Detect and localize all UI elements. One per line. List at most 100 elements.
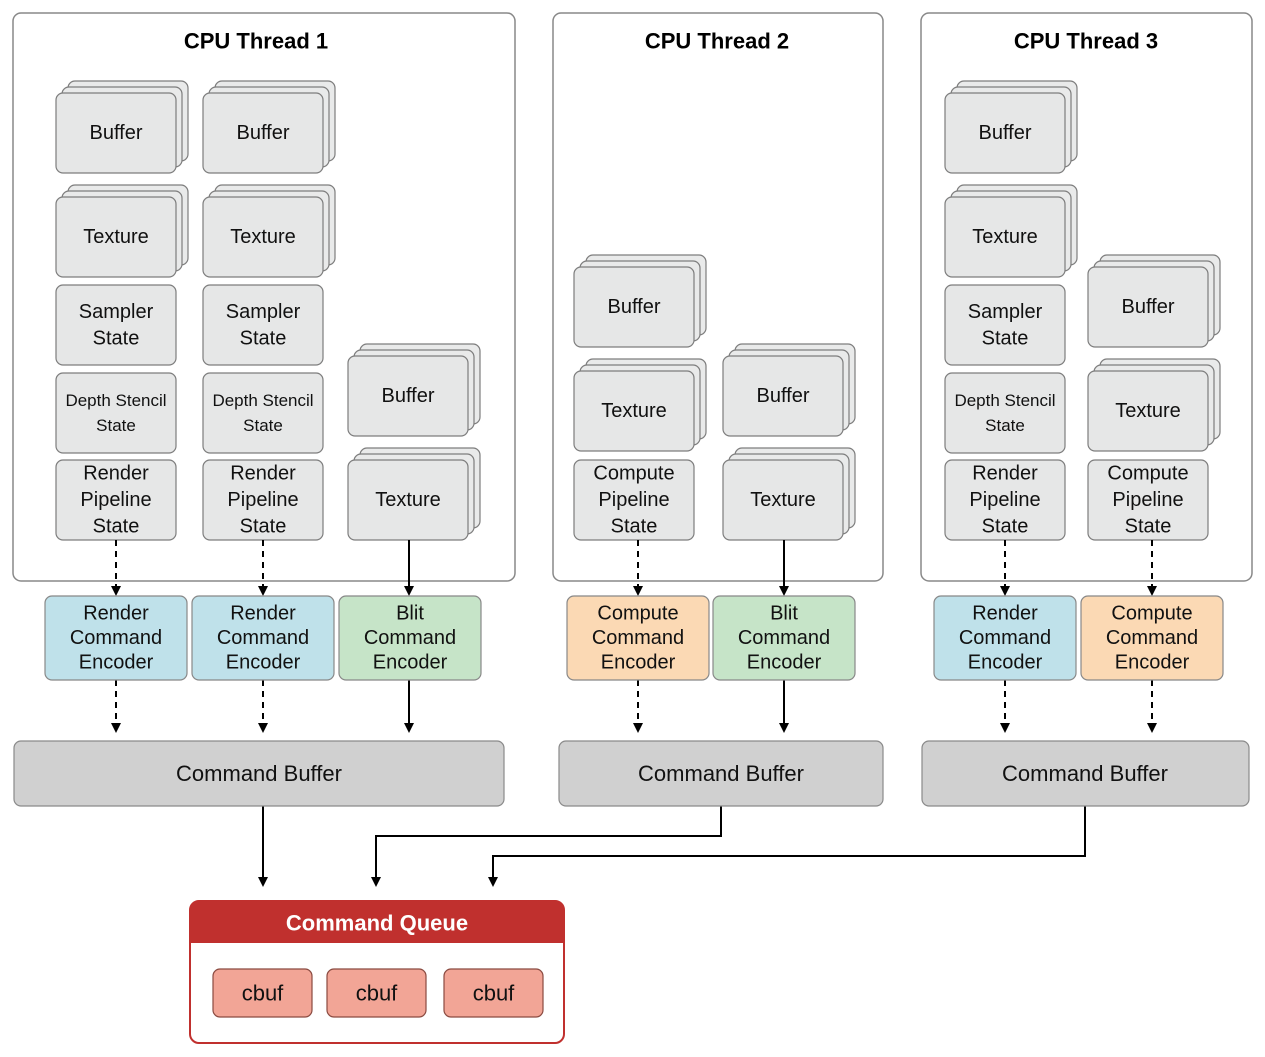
- queued-command-buffer-label: cbuf: [242, 981, 284, 1006]
- resource-label: Buffer: [237, 122, 290, 144]
- resource-label: Texture: [1115, 400, 1181, 422]
- encoder-label: Blit: [396, 603, 424, 625]
- resource-card-front: [1087, 459, 1209, 541]
- resource-label: Pipeline: [1112, 489, 1183, 511]
- queued-command-buffer: [212, 968, 313, 1018]
- stacked-resource-card: Buffer: [1087, 254, 1221, 348]
- resource-card-front: [573, 266, 695, 348]
- stacked-resource-card: Texture: [573, 358, 707, 452]
- stacked-resource-card: Texture: [55, 184, 189, 278]
- buffer-to-queue-arrow: [371, 806, 722, 887]
- resource-label: Compute: [1107, 463, 1188, 485]
- encoder-label: Command: [70, 627, 162, 649]
- resource-label: State: [96, 416, 136, 435]
- resource-card-front: [944, 196, 1066, 278]
- encoder-label: Encoder: [968, 652, 1043, 674]
- stacked-resource-card: Buffer: [944, 80, 1078, 174]
- command-buffer: [921, 740, 1250, 807]
- resource-label: Texture: [750, 489, 816, 511]
- encoder-label: Render: [230, 603, 296, 625]
- stacked-resource-card: Buffer: [347, 343, 481, 437]
- cpu-thread-title: CPU Thread 1: [184, 29, 328, 54]
- queued-command-buffer-label: cbuf: [473, 981, 515, 1006]
- resource-card-front: [944, 92, 1066, 174]
- encoder-label: Render: [972, 603, 1038, 625]
- stacked-resource-card: Buffer: [573, 254, 707, 348]
- cpu-thread-title: CPU Thread 3: [1014, 29, 1158, 54]
- blit-command-encoder: [338, 595, 482, 681]
- resource-card-front: [944, 372, 1066, 454]
- encoder-label: Compute: [597, 603, 678, 625]
- render-command-encoder: [933, 595, 1077, 681]
- command-buffer-label: Command Buffer: [638, 761, 804, 786]
- resource-label: State: [1125, 516, 1172, 538]
- command-buffer-label: Command Buffer: [176, 761, 342, 786]
- resource-label: Pipeline: [598, 489, 669, 511]
- resource-card-front: [573, 370, 695, 452]
- stacked-resource-card: Texture: [1087, 358, 1221, 452]
- resource-label: Buffer: [608, 296, 661, 318]
- compute-command-encoder: [566, 595, 710, 681]
- resource-label: Depth Stencil: [954, 391, 1055, 410]
- command-buffer: [558, 740, 884, 807]
- resource-card-front: [202, 372, 324, 454]
- queued-command-buffer: [443, 968, 544, 1018]
- resource-label: Compute: [593, 463, 674, 485]
- resource-label: Render: [230, 463, 296, 485]
- resource-label: State: [982, 327, 1029, 349]
- resource-label: Depth Stencil: [212, 391, 313, 410]
- resource-card-front: [573, 459, 695, 541]
- resource-label: Render: [83, 463, 149, 485]
- resource-card-front: [347, 355, 469, 437]
- encoder-label: Command: [592, 627, 684, 649]
- encoder-label: Compute: [1111, 603, 1192, 625]
- stacked-resource-card: Texture: [944, 184, 1078, 278]
- resource-label: Sampler: [79, 301, 154, 323]
- queued-command-buffer: [326, 968, 427, 1018]
- render-command-encoder: [44, 595, 188, 681]
- command-buffer-label: Command Buffer: [1002, 761, 1168, 786]
- resource-label: State: [240, 516, 287, 538]
- resource-label: Pipeline: [969, 489, 1040, 511]
- buffer-to-queue-arrow: [488, 806, 1086, 887]
- resource-label: Depth Stencil: [65, 391, 166, 410]
- stacked-resource-card: Texture: [202, 184, 336, 278]
- resource-label: State: [982, 516, 1029, 538]
- encoder-label: Render: [83, 603, 149, 625]
- encoder-label: Command: [217, 627, 309, 649]
- resource-label: Pipeline: [80, 489, 151, 511]
- resource-label: Buffer: [979, 122, 1032, 144]
- encoder-label: Command: [1106, 627, 1198, 649]
- resource-label: Buffer: [382, 385, 435, 407]
- stacked-resource-card: Buffer: [722, 343, 856, 437]
- queued-command-buffer-label: cbuf: [356, 981, 398, 1006]
- stacked-resource-card: Buffer: [202, 80, 336, 174]
- stacked-resource-card: Texture: [722, 447, 856, 541]
- resource-card-front: [202, 284, 324, 366]
- resource-label: Texture: [601, 400, 667, 422]
- stacked-resource-card: Buffer: [55, 80, 189, 174]
- encoder-label: Encoder: [1115, 652, 1190, 674]
- resource-card-front: [55, 196, 177, 278]
- compute-command-encoder: [1080, 595, 1224, 681]
- command-buffer: [13, 740, 505, 807]
- resource-label: Texture: [230, 226, 296, 248]
- encoder-label: Command: [738, 627, 830, 649]
- resource-card-front: [944, 284, 1066, 366]
- resource-card-front: [722, 355, 844, 437]
- resource-label: Render: [972, 463, 1038, 485]
- resource-label: Texture: [83, 226, 149, 248]
- resource-label: State: [93, 516, 140, 538]
- encoder-label: Command: [364, 627, 456, 649]
- blit-command-encoder: [712, 595, 856, 681]
- cpu-thread-title: CPU Thread 2: [645, 29, 789, 54]
